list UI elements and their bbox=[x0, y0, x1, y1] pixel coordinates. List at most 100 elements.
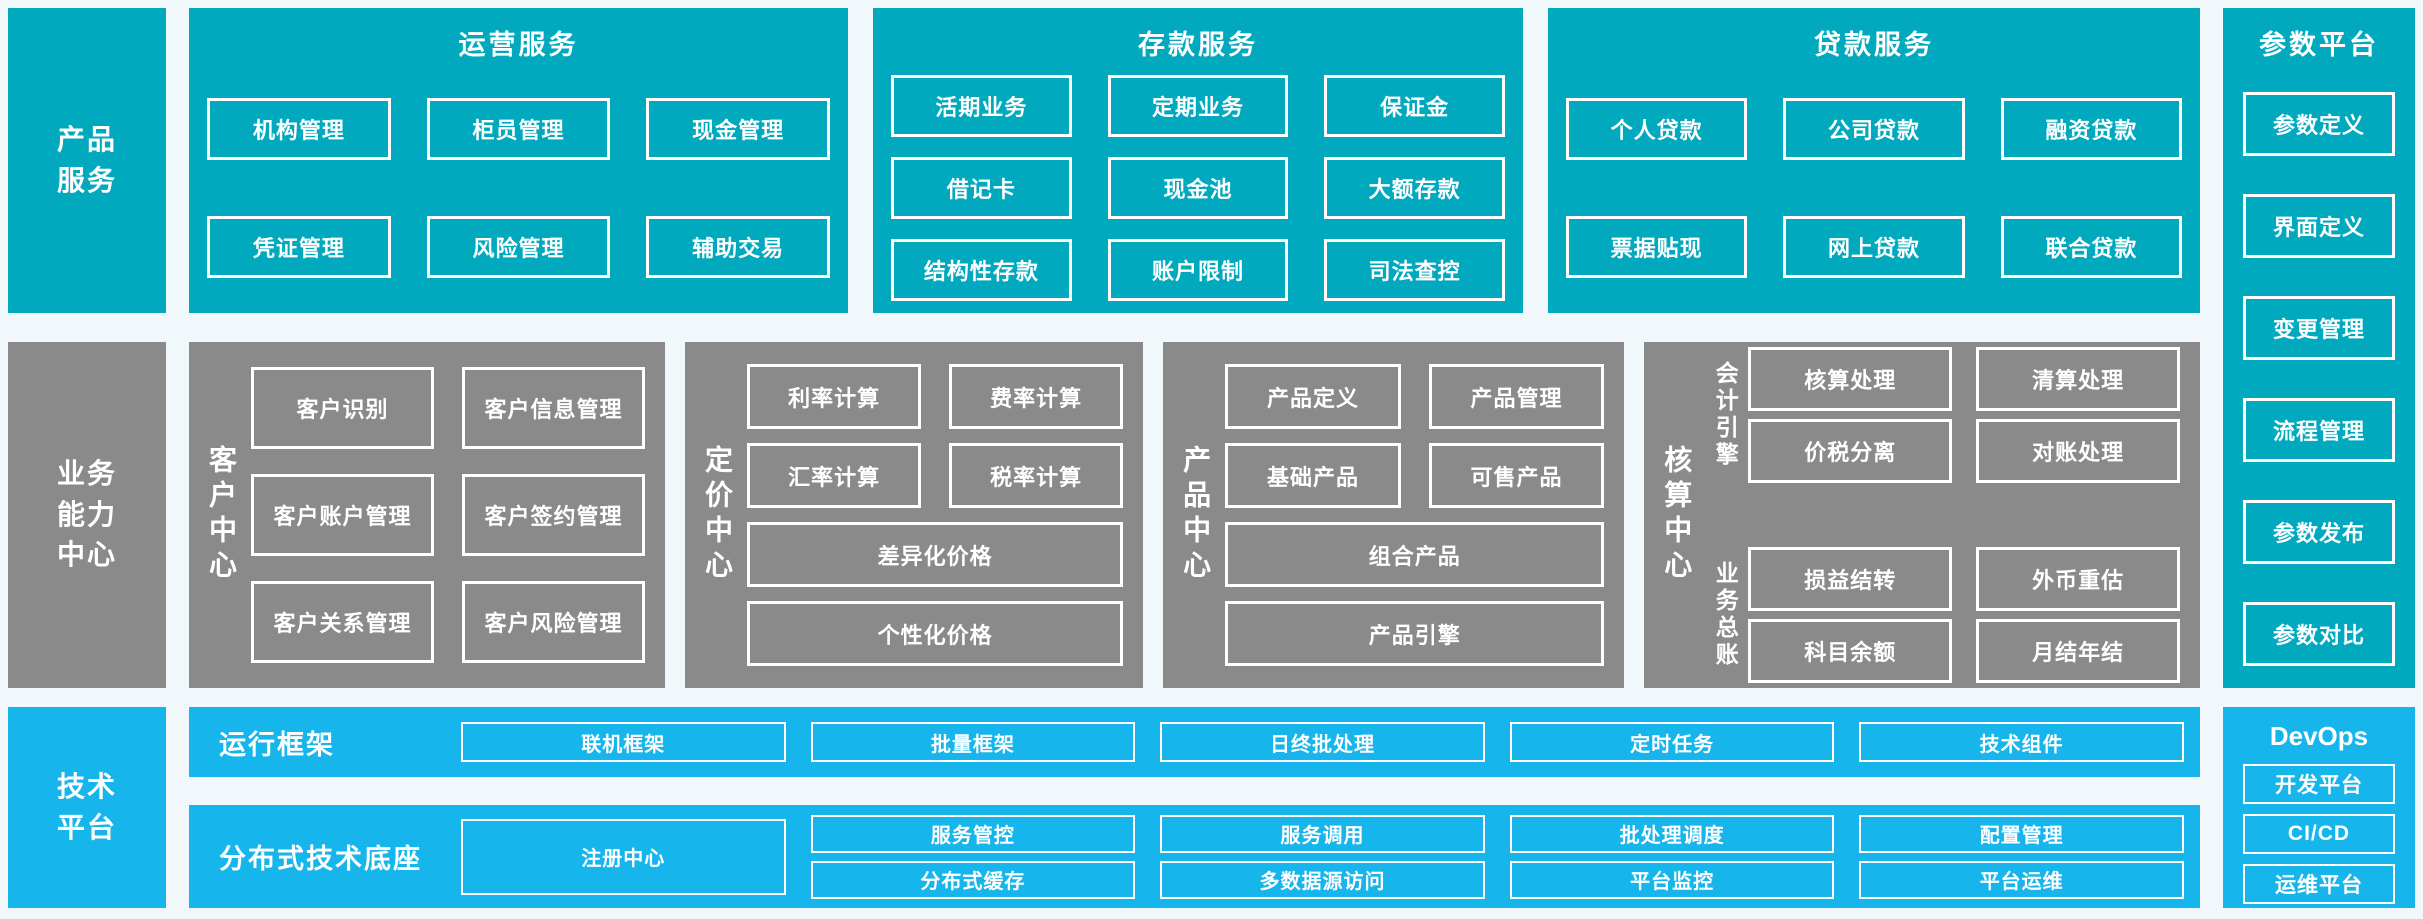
product-item: 产品定义 bbox=[1225, 364, 1401, 429]
operations-items: 机构管理 柜员管理 现金管理 凭证管理 风险管理 辅助交易 bbox=[189, 62, 848, 313]
distributed-item: 批处理调度 bbox=[1509, 814, 1835, 853]
pricing-item: 汇率计算 bbox=[747, 443, 922, 508]
devops-panel: DevOps 开发平台 CI/CD 运维平台 bbox=[2223, 707, 2415, 908]
distributed-base-panel: 分布式技术底座 注册中心 服务管控 服务调用 批处理调度 配置管理 分布式缓存 … bbox=[189, 805, 2200, 908]
product-center-panel: 产品中心 产品定义 产品管理 基础产品 可售产品 组合产品 产品引擎 bbox=[1163, 342, 1625, 688]
product-services-row: 运营服务 机构管理 柜员管理 现金管理 凭证管理 风险管理 辅助交易 存款服务 … bbox=[189, 8, 2200, 313]
accounting-item: 科目余额 bbox=[1748, 619, 1953, 683]
accounting-item: 外币重估 bbox=[1976, 547, 2180, 611]
accounting-center-panel: 核算中心 会计引擎 核算处理 清算处理 价税分离 对账处理 业务总账 损益结转 … bbox=[1644, 342, 2200, 688]
operations-item: 机构管理 bbox=[207, 97, 391, 160]
pricing-item: 税率计算 bbox=[949, 443, 1124, 508]
customer-center-label: 客户中心 bbox=[206, 445, 237, 585]
accounting-center-label: 核算中心 bbox=[1661, 445, 1693, 585]
product-center-items: 产品定义 产品管理 基础产品 可售产品 组合产品 产品引擎 bbox=[1221, 342, 1624, 688]
runtime-item: 技术组件 bbox=[1859, 722, 2184, 762]
product-item: 产品管理 bbox=[1428, 364, 1605, 429]
pricing-item: 费率计算 bbox=[949, 364, 1124, 429]
pricing-item-wide: 个性化价格 bbox=[747, 601, 1124, 666]
accounting-item: 对账处理 bbox=[1976, 419, 2180, 483]
deposit-item: 定期业务 bbox=[1107, 74, 1289, 137]
customer-center-panel: 客户中心 客户识别 客户信息管理 客户账户管理 客户签约管理 客户关系管理 客户… bbox=[189, 342, 666, 688]
deposit-item: 现金池 bbox=[1107, 156, 1289, 219]
pricing-item: 利率计算 bbox=[747, 364, 922, 429]
accounting-item: 损益结转 bbox=[1748, 547, 1953, 611]
runtime-item: 批量框架 bbox=[810, 722, 1136, 762]
business-ledger-label: 业务总账 bbox=[1712, 561, 1739, 669]
customer-item: 客户签约管理 bbox=[462, 474, 646, 556]
loan-panel: 贷款服务 个人贷款 公司贷款 融资贷款 票据贴现 网上贷款 联合贷款 bbox=[1548, 8, 2200, 313]
loan-items: 个人贷款 公司贷款 融资贷款 票据贴现 网上贷款 联合贷款 bbox=[1548, 62, 2200, 313]
deposit-item: 借记卡 bbox=[891, 156, 1072, 219]
product-center-label: 产品中心 bbox=[1180, 445, 1212, 585]
operations-item: 辅助交易 bbox=[646, 215, 830, 278]
devops-item: 运维平台 bbox=[2243, 864, 2395, 904]
distributed-item: 服务管控 bbox=[810, 814, 1136, 853]
distributed-item: 配置管理 bbox=[1859, 814, 2184, 853]
pricing-center-items: 利率计算 费率计算 汇率计算 税率计算 差异化价格 个性化价格 bbox=[743, 342, 1143, 688]
param-item: 变更管理 bbox=[2243, 296, 2395, 360]
deposit-item: 结构性存款 bbox=[891, 238, 1072, 301]
runtime-framework-panel: 运行框架 联机框架 批量框架 日终批处理 定时任务 技术组件 bbox=[189, 707, 2200, 777]
accounting-item: 核算处理 bbox=[1748, 347, 1953, 411]
operations-item: 柜员管理 bbox=[426, 97, 611, 160]
param-item: 流程管理 bbox=[2243, 398, 2395, 462]
deposit-item: 活期业务 bbox=[891, 74, 1072, 137]
runtime-framework-items: 联机框架 批量框架 日终批处理 定时任务 技术组件 bbox=[461, 722, 2184, 762]
accounting-item: 清算处理 bbox=[1976, 347, 2180, 411]
customer-item: 客户识别 bbox=[251, 367, 435, 449]
product-item-wide: 组合产品 bbox=[1225, 522, 1605, 587]
deposit-item: 大额存款 bbox=[1324, 156, 1505, 219]
runtime-item: 联机框架 bbox=[461, 722, 786, 762]
param-item: 参数发布 bbox=[2243, 500, 2395, 564]
loan-item: 票据贴现 bbox=[1566, 215, 1748, 278]
pricing-center-label: 定价中心 bbox=[702, 445, 734, 585]
customer-item: 客户风险管理 bbox=[462, 581, 646, 663]
distributed-item: 平台监控 bbox=[1509, 860, 1835, 899]
loan-item: 公司贷款 bbox=[1783, 97, 1965, 160]
distributed-base-items: 注册中心 服务管控 服务调用 批处理调度 配置管理 分布式缓存 多数据源访问 平… bbox=[461, 814, 2184, 899]
rail-label-tech-platform: 技术 平台 bbox=[8, 707, 166, 908]
operations-item: 现金管理 bbox=[646, 97, 830, 160]
accounting-item: 月结年结 bbox=[1976, 619, 2180, 683]
operations-item: 凭证管理 bbox=[207, 215, 391, 278]
capability-centers-row: 客户中心 客户识别 客户信息管理 客户账户管理 客户签约管理 客户关系管理 客户… bbox=[189, 342, 2200, 688]
param-platform-panel: 参数平台 参数定义 界面定义 变更管理 流程管理 参数发布 参数对比 bbox=[2223, 8, 2415, 688]
loan-item: 融资贷款 bbox=[2000, 97, 2182, 160]
customer-center-items: 客户识别 客户信息管理 客户账户管理 客户签约管理 客户关系管理 客户风险管理 bbox=[247, 342, 665, 688]
customer-item: 客户账户管理 bbox=[251, 474, 435, 556]
product-item: 基础产品 bbox=[1225, 443, 1401, 508]
distributed-item: 分布式缓存 bbox=[810, 860, 1136, 899]
param-platform-items: 参数定义 界面定义 变更管理 流程管理 参数发布 参数对比 bbox=[2223, 62, 2415, 666]
distributed-item: 平台运维 bbox=[1859, 860, 2184, 899]
pricing-center-panel: 定价中心 利率计算 费率计算 汇率计算 税率计算 差异化价格 个性化价格 bbox=[685, 342, 1144, 688]
accounting-item: 价税分离 bbox=[1748, 419, 1953, 483]
operations-item: 风险管理 bbox=[426, 215, 611, 278]
distributed-item: 多数据源访问 bbox=[1160, 860, 1485, 899]
param-item: 参数对比 bbox=[2243, 602, 2395, 666]
devops-item: CI/CD bbox=[2243, 814, 2395, 854]
business-ledger-items: 损益结转 外币重估 科目余额 月结年结 bbox=[1748, 547, 2180, 683]
product-item-wide: 产品引擎 bbox=[1225, 601, 1605, 666]
accounting-engine-group: 会计引擎 核算处理 清算处理 价税分离 对账处理 bbox=[1702, 347, 2180, 483]
loan-title: 贷款服务 bbox=[1814, 30, 1934, 60]
devops-title: DevOps bbox=[2269, 721, 2369, 751]
distributed-base-label: 分布式技术底座 bbox=[219, 844, 422, 874]
param-item: 界面定义 bbox=[2243, 194, 2395, 258]
accounting-engine-items: 核算处理 清算处理 价税分离 对账处理 bbox=[1748, 347, 2180, 483]
operations-panel: 运营服务 机构管理 柜员管理 现金管理 凭证管理 风险管理 辅助交易 bbox=[189, 8, 848, 313]
loan-item: 网上贷款 bbox=[1783, 215, 1965, 278]
operations-title: 运营服务 bbox=[458, 30, 579, 60]
param-item: 参数定义 bbox=[2243, 92, 2395, 156]
customer-item: 客户关系管理 bbox=[251, 581, 435, 663]
deposit-item: 账户限制 bbox=[1107, 238, 1289, 301]
devops-item: 开发平台 bbox=[2243, 764, 2395, 804]
runtime-framework-label: 运行框架 bbox=[219, 729, 335, 760]
runtime-item: 日终批处理 bbox=[1160, 722, 1485, 762]
product-item: 可售产品 bbox=[1428, 443, 1605, 508]
deposit-title: 存款服务 bbox=[1138, 30, 1258, 60]
deposit-item: 保证金 bbox=[1324, 74, 1505, 137]
rail-label-business-capability: 业务 能力 中心 bbox=[8, 342, 166, 688]
accounting-engine-label: 会计引擎 bbox=[1712, 361, 1739, 469]
